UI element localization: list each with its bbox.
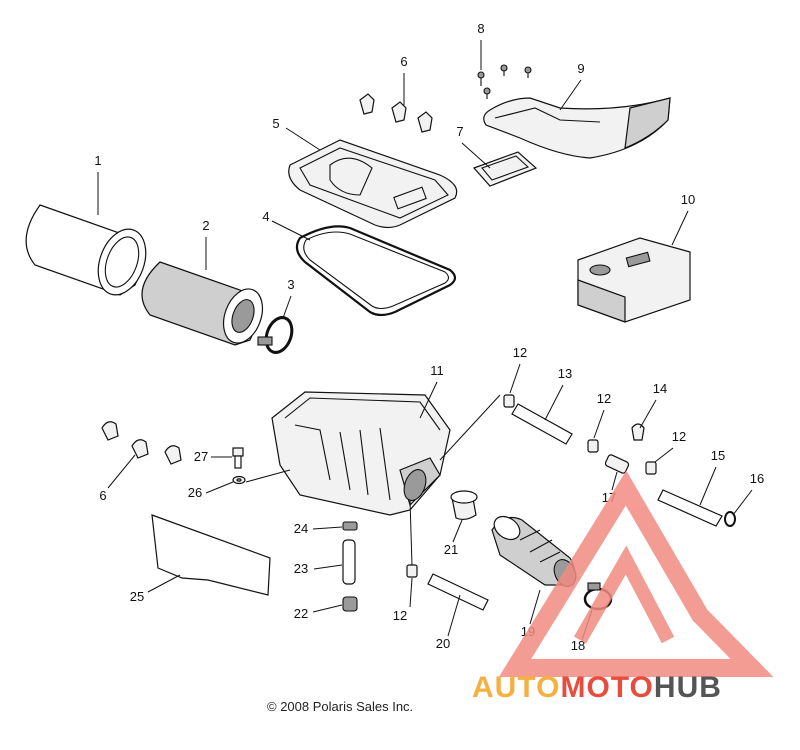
callout-1: 1: [94, 153, 101, 168]
callout-21: 21: [444, 542, 458, 557]
callout-12d: 12: [393, 608, 407, 623]
part-10-foam-block: [577, 237, 691, 323]
part-2-air-filter: [141, 261, 264, 346]
callout-23: 23: [294, 561, 308, 576]
part-17-check-valve: [604, 454, 630, 474]
callout-20: 20: [436, 636, 450, 651]
watermark-triangle-icon: [498, 470, 774, 677]
callout-6b: 6: [99, 488, 106, 503]
part-1-prefilter-sleeve: [25, 204, 147, 296]
callout-11: 11: [430, 363, 444, 378]
part-4-lid-gasket: [295, 225, 457, 317]
part-20-tube: [427, 573, 489, 611]
part-24-fitting: [342, 521, 358, 531]
watermark-text: AUTOMOTOHUB: [472, 671, 722, 704]
part-16-clip: [724, 511, 736, 527]
part-6-fittings-top: [359, 93, 433, 133]
part-26-washer: [232, 475, 246, 485]
callout-14: 14: [653, 381, 667, 396]
callout-12a: 12: [513, 345, 527, 360]
callout-26: 26: [188, 485, 202, 500]
watermark-hub: HUB: [654, 671, 722, 704]
part-5-airbox-cover: [288, 139, 458, 229]
callout-9: 9: [577, 61, 584, 76]
part-22-plug: [342, 596, 358, 612]
callout-12c: 12: [672, 429, 686, 444]
watermark-moto: MOTO: [560, 671, 653, 704]
part-6-fittings-left: [101, 421, 182, 465]
part-11-airbox-housing: [271, 391, 451, 516]
part-27-bolt: [232, 447, 244, 469]
callout-22: 22: [294, 606, 308, 621]
watermark-logo: [498, 470, 774, 677]
callout-2: 2: [202, 218, 209, 233]
part-3-hose-clamp: [257, 316, 294, 354]
part-9-intake-duct: [483, 97, 671, 159]
watermark-auto: AUTO: [472, 671, 560, 704]
callout-10: 10: [681, 192, 695, 207]
callout-8: 8: [477, 21, 484, 36]
callout-27: 27: [194, 449, 208, 464]
callout-6a: 6: [400, 54, 407, 69]
callout-12b: 12: [597, 391, 611, 406]
part-7-seal-plate: [472, 151, 538, 187]
callout-16: 16: [750, 471, 764, 486]
part-12-caps: [406, 394, 657, 578]
callout-18: 18: [571, 638, 585, 653]
callout-15: 15: [711, 448, 725, 463]
callout-4: 4: [262, 209, 269, 224]
callout-3: 3: [287, 277, 294, 292]
part-14-clip: [631, 423, 645, 441]
callout-13: 13: [558, 366, 572, 381]
part-13-drain-hose: [511, 403, 573, 445]
part-8-screws: [477, 64, 532, 99]
callout-24: 24: [294, 521, 308, 536]
callout-7: 7: [456, 124, 463, 139]
part-21-coupler-ring: [450, 490, 478, 521]
part-25-gasket-sheet: [151, 514, 271, 596]
copyright-notice: © 2008 Polaris Sales Inc.: [267, 699, 413, 714]
part-15-hose: [657, 489, 723, 527]
part-23-tube: [342, 539, 356, 585]
callout-5: 5: [272, 116, 279, 131]
callout-25: 25: [130, 589, 144, 604]
